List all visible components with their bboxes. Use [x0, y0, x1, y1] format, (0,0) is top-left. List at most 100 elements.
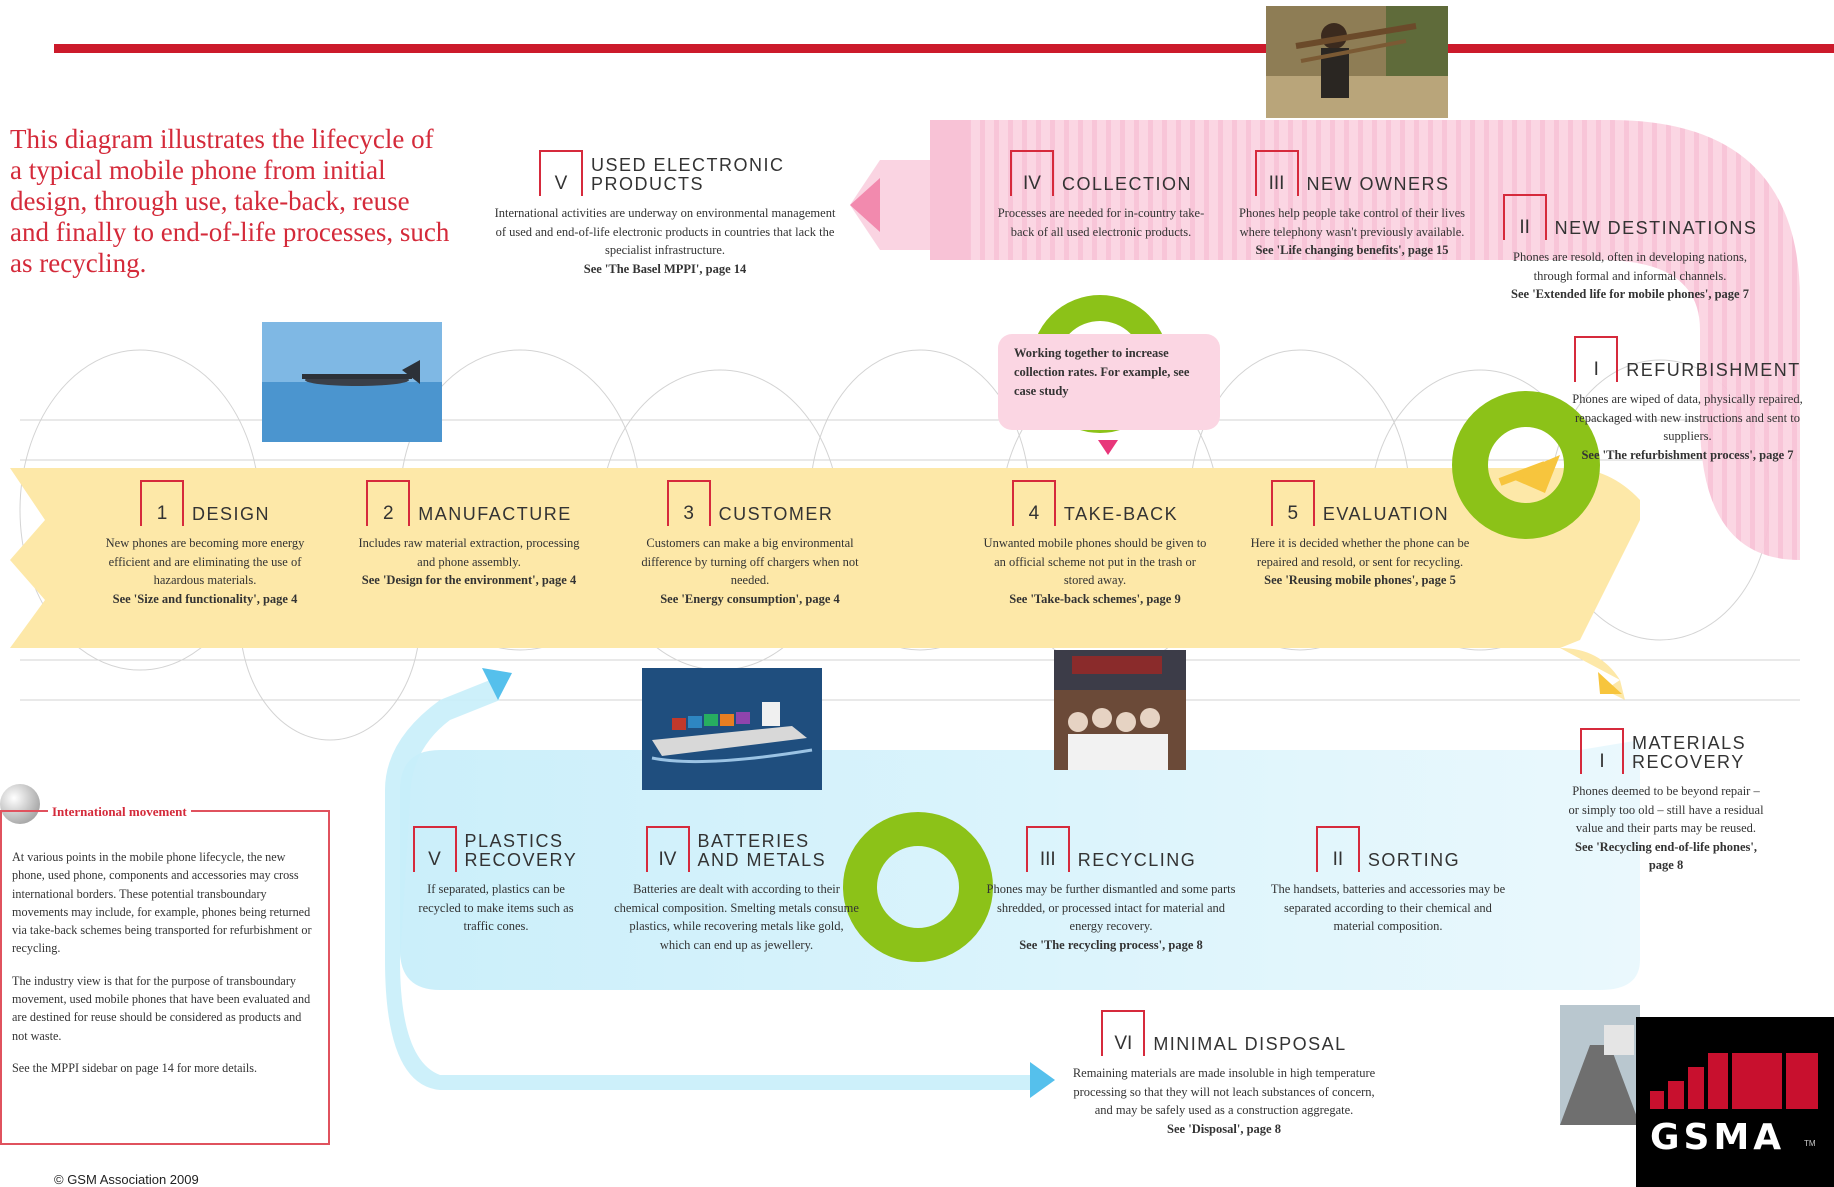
stage-title: Take-back	[1063, 504, 1179, 524]
sidebar-paragraph-3: See the MPPI sidebar on page 14 for more…	[12, 1060, 258, 1075]
stage-description: Customers can make a big environmental d…	[641, 536, 859, 587]
stage-title: Sorting	[1367, 850, 1461, 870]
stage-title: Batteries and metals	[697, 831, 827, 870]
stage-title: Materials recovery	[1632, 733, 1747, 772]
photo-container-ship	[642, 668, 822, 790]
stage-number: I	[1574, 336, 1619, 382]
refurb-arrow	[1508, 455, 1560, 493]
stage-description: The handsets, batteries and accessories …	[1270, 882, 1506, 933]
stage-title: Plastics recovery	[464, 831, 578, 870]
stage-new-destinations: II New destinations Phones are resold, o…	[1500, 194, 1760, 304]
stage-description: Here it is decided whether the phone can…	[1250, 536, 1470, 569]
intro-text: This diagram illustrates the lifecycle o…	[10, 124, 450, 278]
pink-arrow-head	[850, 178, 880, 232]
stage-number: V	[539, 150, 583, 196]
stage-number: IV	[645, 826, 690, 872]
sidebar-paragraph-1: At various points in the mobile phone li…	[12, 850, 312, 956]
stage-description: Phones are wiped of data, physically rep…	[1572, 392, 1803, 443]
stage-design: 1 Design New phones are becoming more en…	[90, 480, 320, 608]
pink-arrow-left	[850, 160, 930, 250]
stage-reference: See 'The recycling process', page 8	[1019, 937, 1203, 952]
stage-minimal-disposal: VI Minimal disposal Remaining materials …	[1064, 1010, 1384, 1138]
sidebar-international-movement: International movement At various points…	[0, 804, 330, 1145]
stage-collection: IV Collection Processes are needed for i…	[996, 150, 1206, 241]
stage-new-owners: III New owners Phones help people take c…	[1236, 150, 1468, 260]
sidebar-paragraph-2: The industry view is that for the purpos…	[12, 973, 311, 1043]
photo-radio-store-group	[1054, 650, 1186, 770]
stage-recycling: III Recycling Phones may be further dism…	[986, 826, 1236, 954]
stage-title: New destinations	[1554, 218, 1758, 238]
stage-number: 2	[366, 480, 411, 526]
stage-title: Design	[191, 504, 270, 524]
yellow-arrow-materials	[1598, 672, 1622, 694]
stage-description: Includes raw material extraction, proces…	[358, 536, 580, 569]
yellow-main-band	[10, 468, 1640, 648]
globe-icon	[0, 784, 40, 824]
stage-title: Refurbishment	[1626, 360, 1801, 380]
stage-title: New owners	[1306, 174, 1450, 194]
header-rule	[54, 44, 1834, 53]
stage-number: 5	[1270, 480, 1315, 526]
stage-plastics-recovery: V Plastics recovery If separated, plasti…	[406, 826, 586, 936]
stage-title: Evaluation	[1322, 504, 1450, 524]
stage-customer: 3 Customer Customers can make a big envi…	[630, 480, 870, 608]
stage-manufacture: 2 Manufacture Includes raw material extr…	[354, 480, 584, 590]
stage-title: Manufacture	[418, 504, 572, 524]
pink-note-pointer	[1098, 440, 1118, 455]
pink-note-box: Working together to increase collection …	[998, 334, 1220, 430]
stage-reference: See 'Design for the environment', page 4	[361, 573, 577, 587]
stage-description: International activities are underway on…	[494, 206, 836, 257]
stage-number: 1	[139, 480, 184, 526]
stage-title: Recycling	[1077, 850, 1197, 870]
stage-title: Customer	[718, 504, 834, 524]
stage-description: Phones may be further dismantled and som…	[986, 882, 1236, 933]
stage-sorting: II Sorting The handsets, batteries and a…	[1268, 826, 1508, 936]
gsma-logo: GSMA TM	[1636, 1017, 1834, 1187]
stage-number: III	[1025, 826, 1070, 872]
stage-description: Batteries are dealt with according to th…	[614, 882, 859, 952]
stage-title: Used electronic products	[591, 155, 785, 194]
stage-materials-recovery: I Materials recovery Phones deemed to be…	[1568, 728, 1764, 875]
stage-evaluation: 5 Evaluation Here it is decided whether …	[1245, 480, 1475, 590]
stage-reference: See 'The refurbishment process', page 7	[1581, 447, 1794, 462]
sidebar-title: International movement	[48, 804, 191, 820]
stage-description: Phones deemed to be beyond repair – or s…	[1568, 784, 1764, 835]
stage-reference: See 'Energy consumption', page 4	[660, 591, 840, 606]
stage-number: V	[412, 826, 457, 872]
photo-cargo-plane	[262, 322, 442, 442]
photo-person-carrying	[1266, 6, 1448, 118]
stage-title: Collection	[1061, 174, 1193, 194]
blue-recycling-band	[400, 740, 1640, 990]
stage-reference: See 'Size and functionality', page 4	[112, 591, 298, 606]
stage-reference: See 'Life changing benefits', page 15	[1255, 243, 1449, 257]
stage-number: IV	[1009, 150, 1054, 196]
photo-truck-road	[1560, 1005, 1640, 1125]
stage-reference: See 'Disposal', page 8	[1167, 1121, 1281, 1136]
stage-reference: See 'Reusing mobile phones', page 5	[1264, 573, 1456, 587]
stage-description: Phones help people take control of their…	[1239, 206, 1465, 239]
stage-description: Unwanted mobile phones should be given t…	[983, 536, 1207, 587]
stage-batteries-metals: IV Batteries and metals Batteries are de…	[614, 826, 859, 954]
copyright: © GSM Association 2009	[54, 1172, 199, 1187]
stage-number: III	[1254, 150, 1299, 196]
pink-note-text: Working together to increase collection …	[1014, 346, 1190, 398]
stage-description: New phones are becoming more energy effi…	[105, 536, 305, 587]
stage-description: Remaining materials are made insoluble i…	[1072, 1066, 1376, 1117]
gsma-wordmark: GSMA	[1650, 1117, 1786, 1158]
stage-description: Processes are needed for in-country take…	[997, 206, 1205, 239]
pink-reuse-band	[930, 120, 1800, 560]
stage-number: II	[1502, 194, 1547, 240]
highlight-ring-batteries	[843, 812, 993, 962]
stage-reference: See 'The Basel MPPI', page 14	[583, 261, 747, 276]
stage-number: I	[1580, 728, 1624, 774]
stage-reference: See 'Extended life for mobile phones', p…	[1511, 287, 1749, 301]
stage-used-electronic-products: V Used electronic products International…	[490, 150, 840, 278]
stage-number: 3	[666, 480, 711, 526]
stage-title: Minimal disposal	[1153, 1034, 1347, 1054]
stage-description: If separated, plastics can be recycled t…	[418, 882, 574, 933]
gsma-tm: TM	[1804, 1139, 1816, 1148]
stage-takeback: 4 Take-back Unwanted mobile phones shoul…	[980, 480, 1210, 608]
stage-description: Phones are resold, often in developing n…	[1513, 250, 1747, 283]
stage-number: VI	[1101, 1010, 1146, 1056]
blue-arrow-disposal	[1030, 1062, 1055, 1098]
